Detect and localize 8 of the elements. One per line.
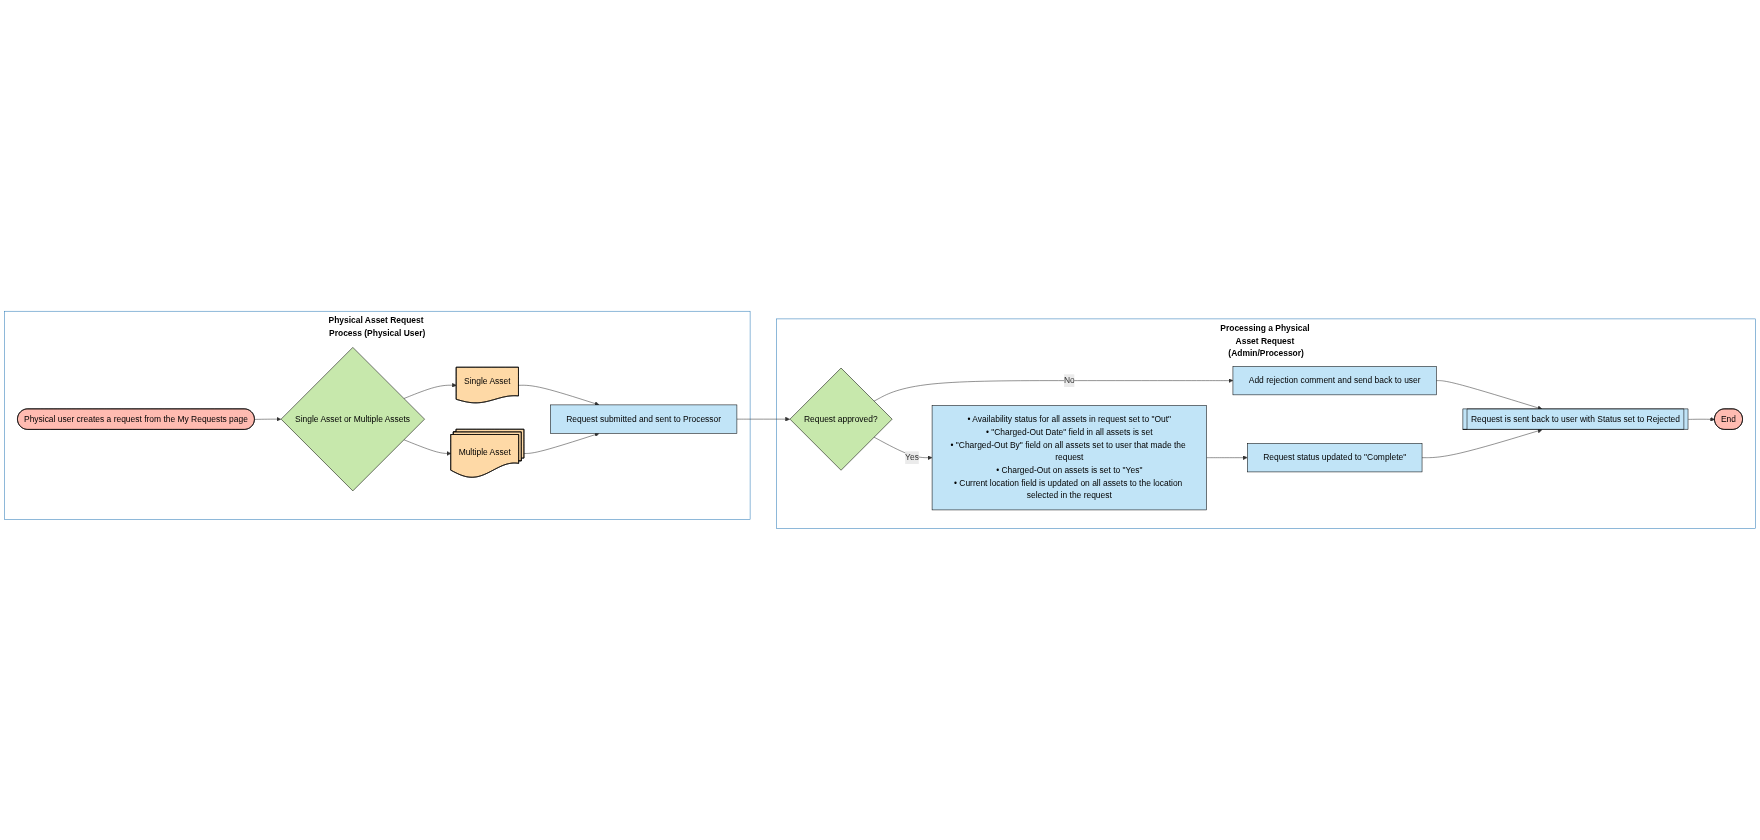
edge-label: Yes xyxy=(905,453,919,463)
node-box: Request status updated to "Complete" xyxy=(1247,443,1423,473)
node-diamond: Single Asset or Multiple Assets xyxy=(280,347,425,492)
edge-label: No xyxy=(1063,376,1075,386)
node-box: • Availability status for all assets in request set to "Out" • "Charged-Out Date" field in all assets is set • "Charged-Out By" field on all assets set to user that made the request • Charged-Out on assets is set to "Yes" • Current location field is updated on all assets to the location selected in the request xyxy=(931,405,1207,511)
node-box: Request submitted and sent to Processor xyxy=(550,404,738,434)
node-diamond: Request approved? xyxy=(789,367,893,471)
node-box: Add rejection comment and send back to user xyxy=(1232,366,1437,396)
